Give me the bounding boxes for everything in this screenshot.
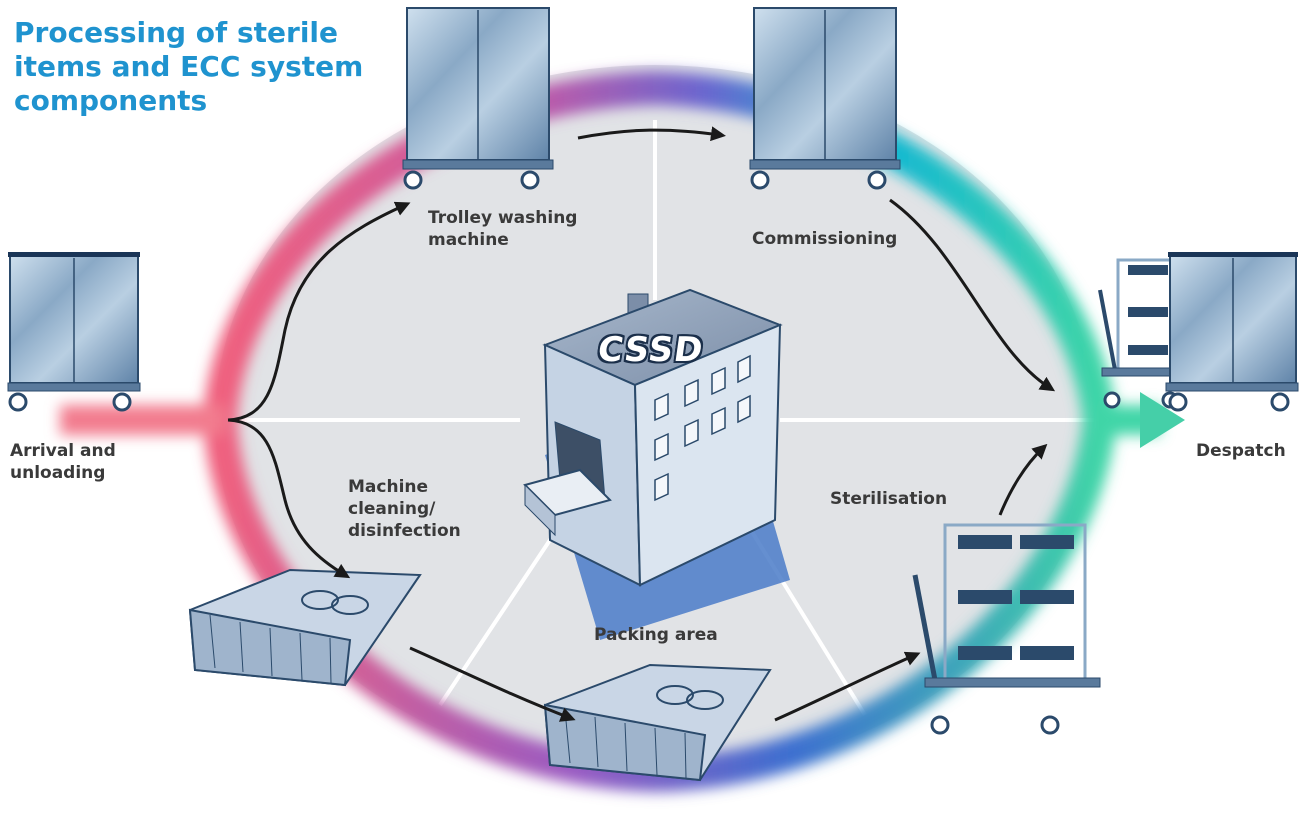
sterilisation-rack-cart-icon: [912, 523, 1101, 735]
arrow-to-sterilisation: [774, 651, 921, 722]
despatch-flow-arrowhead: [1140, 392, 1185, 448]
cssd-label: CSSD: [595, 330, 707, 370]
arrow-to-packing: [409, 646, 576, 722]
trolley-arrival-icon: [7, 252, 141, 412]
trolley-commissioning-icon: [749, 7, 901, 190]
arrow-to-machine-cleaning: [227, 418, 351, 579]
sector-dividers: [230, 120, 1095, 717]
station-label-arrival: Arrival and unloading: [10, 441, 116, 483]
flow-arrows: [227, 126, 1056, 722]
station-label-machine-cleaning: Machine cleaning/ disinfection: [348, 477, 461, 541]
trolley-washing-icon: [402, 7, 554, 190]
station-label-sterilisation: Sterilisation: [830, 489, 948, 509]
station-label-commissioning: Commissioning: [752, 229, 898, 249]
instrument-basket-cleaning-icon: [188, 568, 422, 687]
station-label-packing: Packing area: [594, 625, 718, 645]
instrument-basket-packing-icon: [543, 663, 772, 782]
station-label-despatch: Despatch: [1196, 441, 1286, 461]
cssd-building-icon: [523, 288, 790, 640]
arrow-sterilisation-to-despatch: [998, 443, 1048, 516]
trolley-despatch-icon: [1165, 252, 1299, 412]
arrow-to-trolley-washing: [227, 201, 411, 422]
station-label-trolley-washing: Trolley washing machine: [428, 208, 578, 250]
arrow-to-commissioning: [577, 126, 726, 142]
arrow-to-despatch: [889, 198, 1056, 392]
page-title: Processing of sterile items and ECC syst…: [14, 16, 364, 117]
